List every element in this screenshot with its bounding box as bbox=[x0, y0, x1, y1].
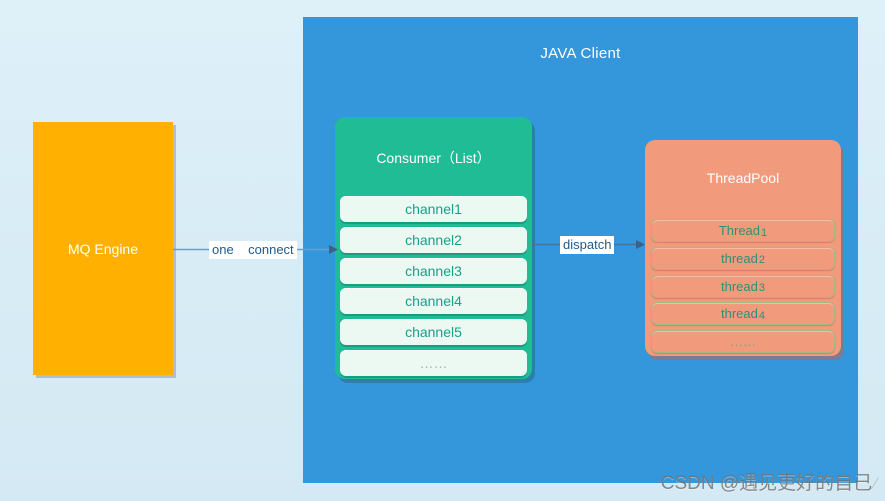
channel-item-ellipsis: …… bbox=[340, 349, 527, 376]
thread-number: 4 bbox=[758, 309, 765, 322]
mq-engine-label: MQ Engine bbox=[67, 240, 139, 257]
channel-item: channel5 bbox=[340, 319, 527, 346]
watermark-text: CSDN @遇见更好的自己 bbox=[660, 473, 873, 494]
channel-item: channel2 bbox=[340, 226, 527, 253]
watermark: CSDN @遇见更好的自己 ⁄ bbox=[661, 468, 877, 495]
threadpool-title: ThreadPool bbox=[706, 170, 780, 186]
channel-list: channel1 channel2 channel3 channel4 chan… bbox=[340, 196, 527, 376]
thread-label: thread bbox=[721, 278, 758, 294]
channel-item: channel4 bbox=[340, 288, 527, 315]
thread-item-ellipsis: …… bbox=[651, 330, 835, 353]
channel-item: channel1 bbox=[340, 196, 527, 222]
one-connect-label: one connect bbox=[209, 241, 297, 259]
thread-label: …… bbox=[730, 334, 756, 349]
java-client-title: JAVA Client bbox=[540, 45, 621, 62]
mq-engine-box: MQ Engine bbox=[33, 122, 173, 375]
thread-number: 2 bbox=[758, 254, 765, 267]
channel-item: channel3 bbox=[340, 257, 527, 284]
thread-label: Thread bbox=[718, 223, 761, 238]
watermark-mark: ⁄ bbox=[874, 474, 877, 493]
thread-number: 1 bbox=[761, 226, 768, 239]
thread-label: thread bbox=[721, 306, 758, 322]
dispatch-label: dispatch bbox=[560, 236, 615, 254]
thread-label: thread bbox=[721, 250, 758, 266]
consumer-title: Consumer（List） bbox=[376, 150, 491, 166]
thread-number: 3 bbox=[758, 282, 765, 294]
consumer-box: Consumer（List） channel1 channel2 channel… bbox=[335, 117, 532, 379]
